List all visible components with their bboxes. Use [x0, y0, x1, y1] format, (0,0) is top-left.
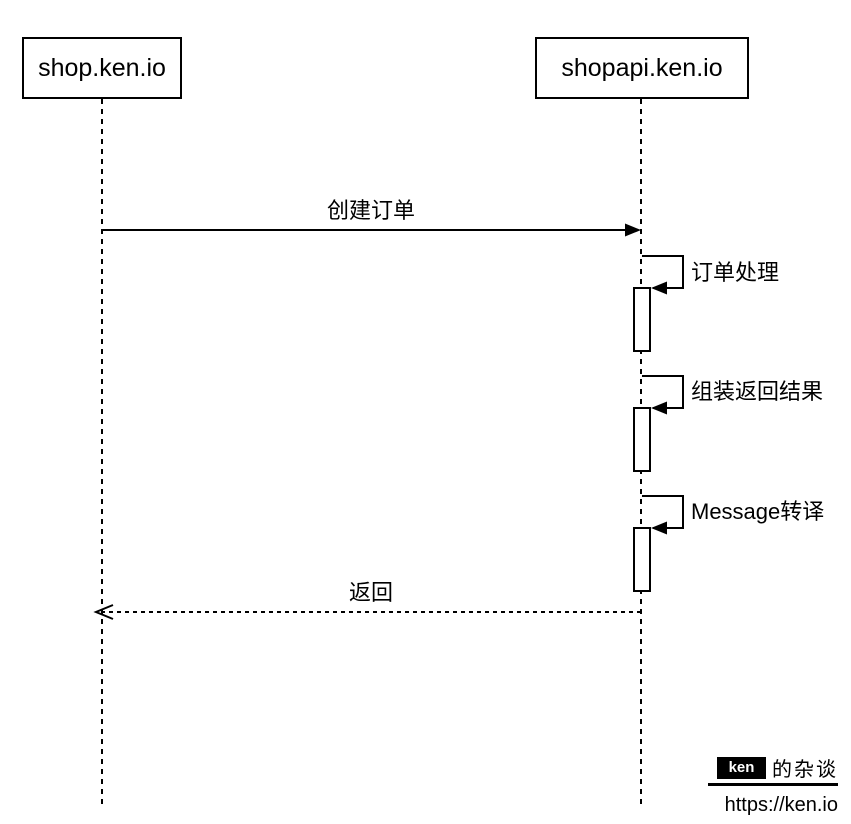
watermark-title-row: ken 的杂谈	[717, 753, 838, 782]
actor-shop-label: shop.ken.io	[38, 53, 166, 82]
activation-bar-order-processing	[633, 287, 651, 352]
activation-bar-message-translate	[633, 527, 651, 592]
self-call-arrow-assemble-result	[642, 375, 684, 415]
create-order-arrow	[102, 223, 641, 237]
actor-shopapi: shopapi.ken.io	[535, 37, 749, 99]
watermark-badge: ken	[717, 756, 766, 779]
watermark-underline	[708, 783, 838, 786]
watermark-url: https://ken.io	[724, 794, 838, 816]
create-order-label: 创建订单	[326, 198, 415, 223]
actor-shopapi-label: shopapi.ken.io	[561, 53, 723, 82]
watermark: ken 的杂谈 https://ken.io	[708, 753, 838, 817]
activation-bar-assemble-result	[633, 407, 651, 472]
message-translate-label: Message转译	[691, 499, 825, 524]
order-processing-label: 订单处理	[691, 260, 780, 285]
return-arrow	[93, 604, 641, 620]
watermark-suffix: 的杂谈	[772, 759, 838, 781]
self-call-arrow-order-processing	[642, 255, 684, 295]
return-label: 返回	[348, 580, 393, 605]
assemble-result-label: 组装返回结果	[691, 379, 824, 404]
actor-shop: shop.ken.io	[22, 37, 182, 99]
self-call-arrow-message-translate	[642, 495, 684, 535]
